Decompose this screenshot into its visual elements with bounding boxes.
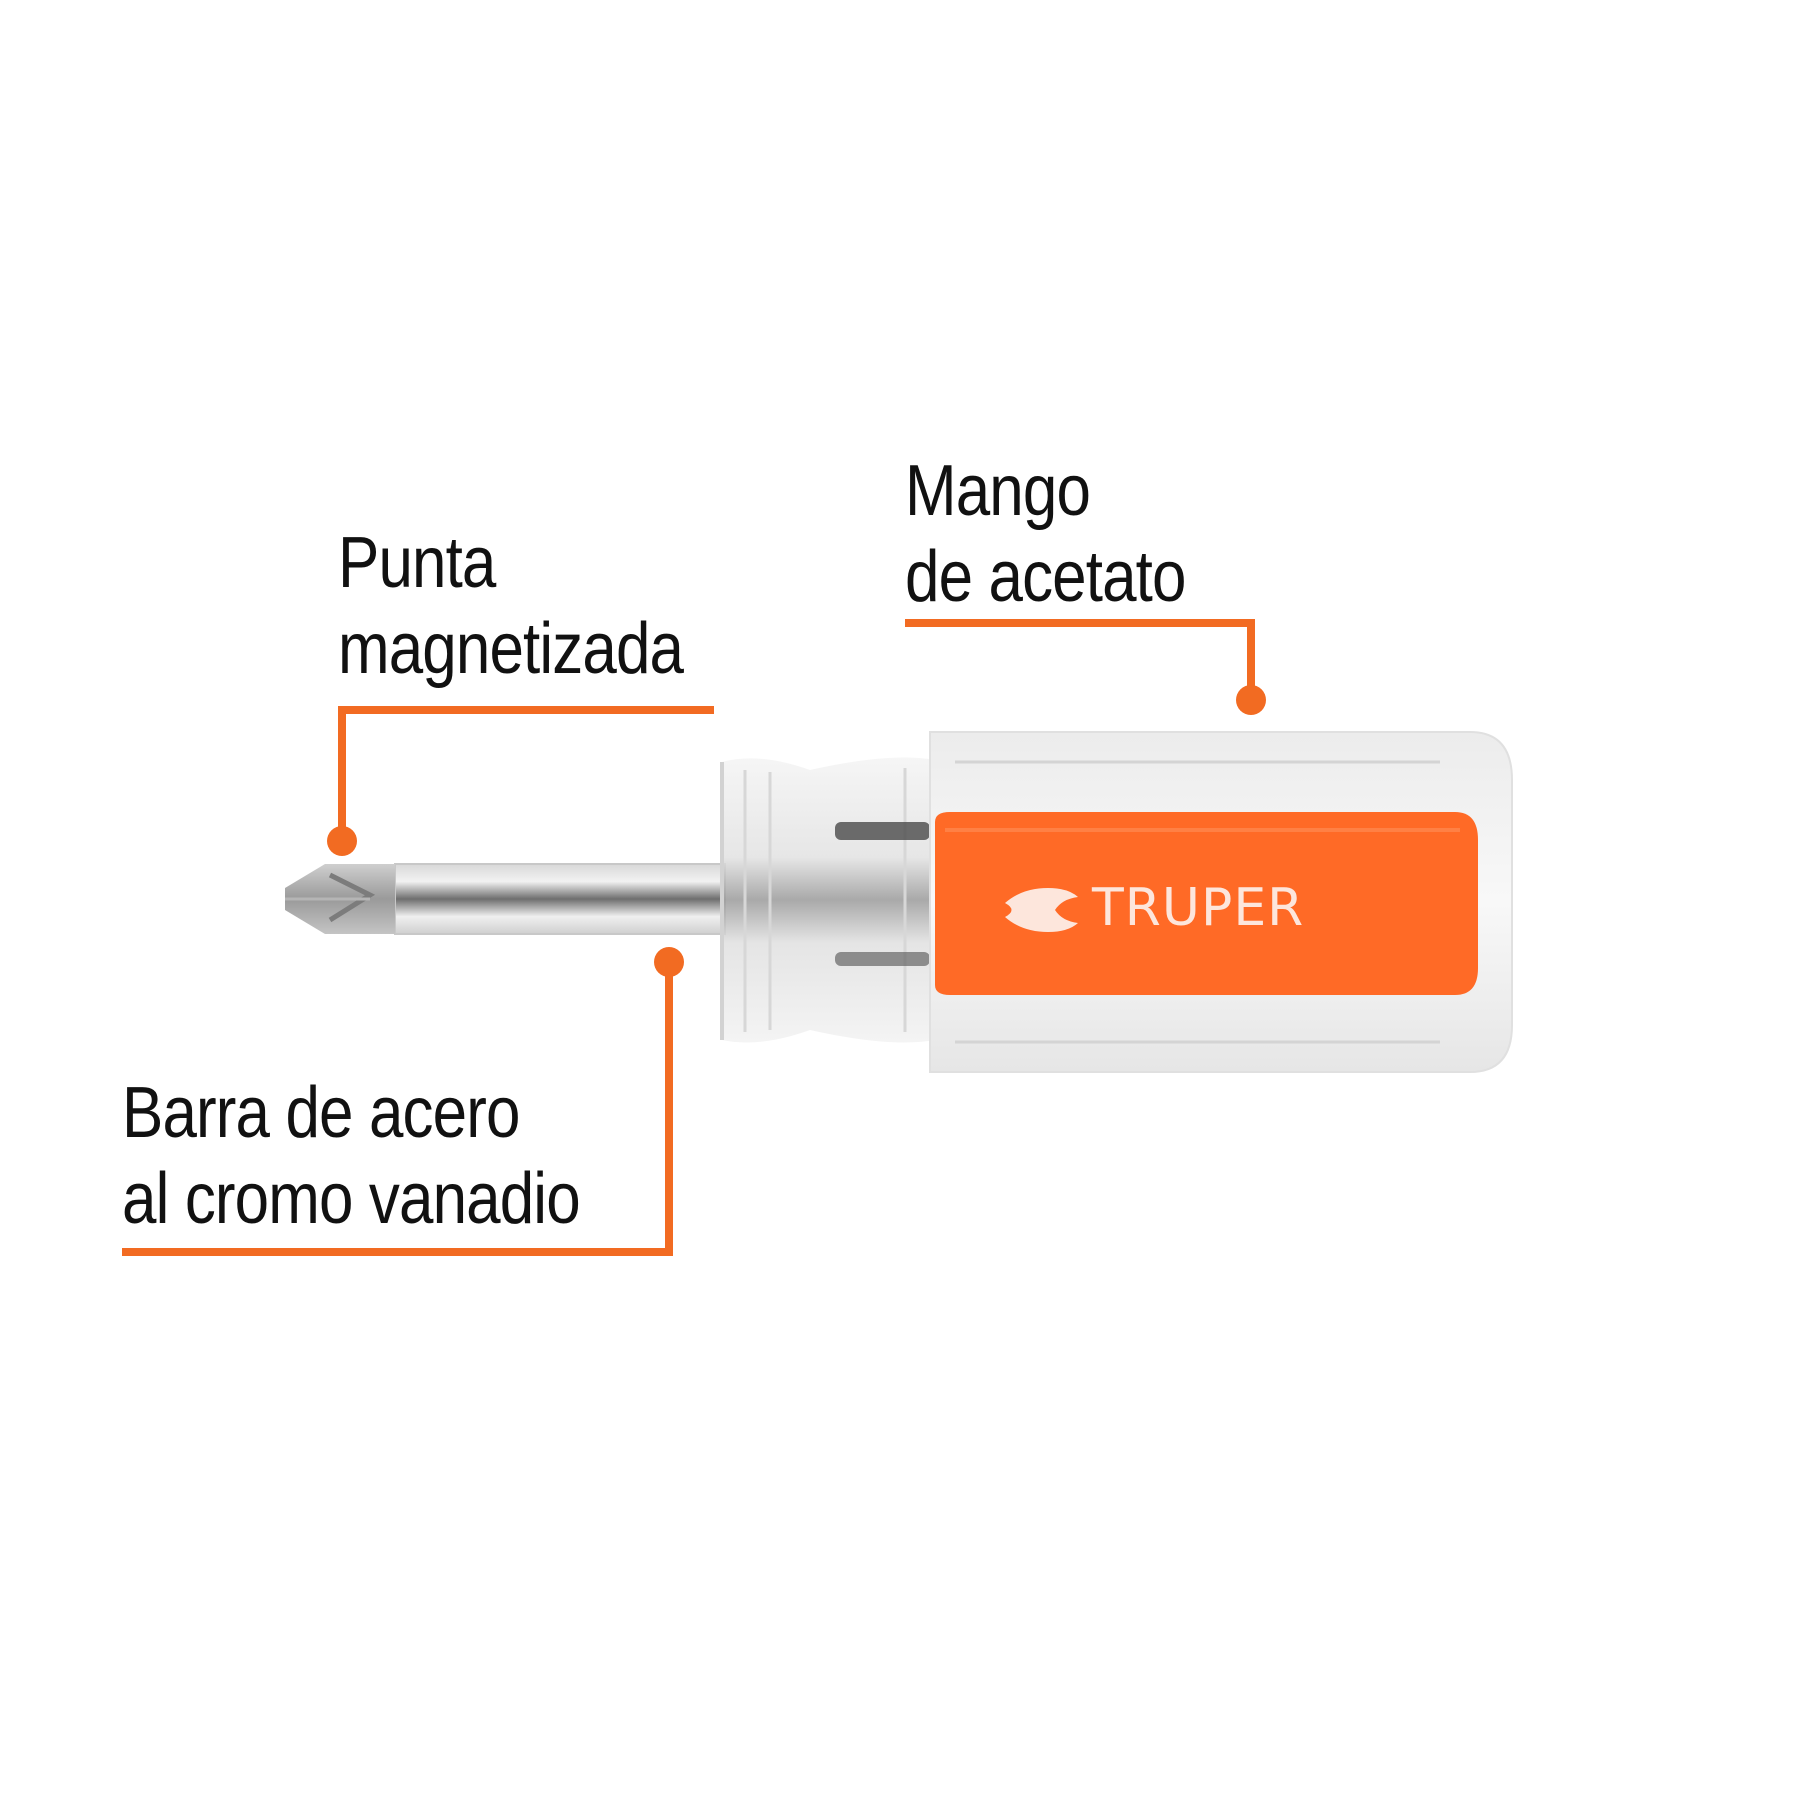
callout-shaft-label: Barra de acero al cromo vanadio: [122, 1070, 581, 1242]
steel-shaft: [394, 863, 726, 935]
callout-tip-label: Punta magnetizada: [338, 520, 684, 692]
truper-brand-text: TRUPER: [1092, 878, 1305, 938]
callout-handle-label: Mango de acetato: [905, 448, 1186, 620]
callout-shaft-line-1: Barra de acero: [122, 1073, 520, 1153]
truper-logo-icon: [1005, 888, 1078, 932]
callout-handle-dot: [1236, 685, 1266, 715]
callout-tip-line-1: Punta: [338, 523, 496, 603]
callout-shaft-leader-v: [665, 962, 673, 1256]
callout-handle-leader-h: [905, 619, 1255, 627]
callout-handle-line-1: Mango: [905, 451, 1091, 531]
handle-collar: [720, 757, 935, 1043]
acetate-handle: [929, 731, 1513, 1073]
callout-tip-leader-v: [338, 706, 346, 836]
callout-tip-line-2: magnetizada: [338, 609, 684, 689]
callout-shaft-dot: [654, 947, 684, 977]
callout-shaft-leader-h: [122, 1248, 673, 1256]
phillips-tip: [285, 864, 395, 934]
callout-shaft-line-2: al cromo vanadio: [122, 1159, 581, 1239]
callout-tip-dot: [327, 826, 357, 856]
callout-tip-leader-h: [338, 706, 714, 714]
callout-handle-leader-v: [1247, 619, 1255, 691]
callout-handle-line-2: de acetato: [905, 537, 1186, 617]
